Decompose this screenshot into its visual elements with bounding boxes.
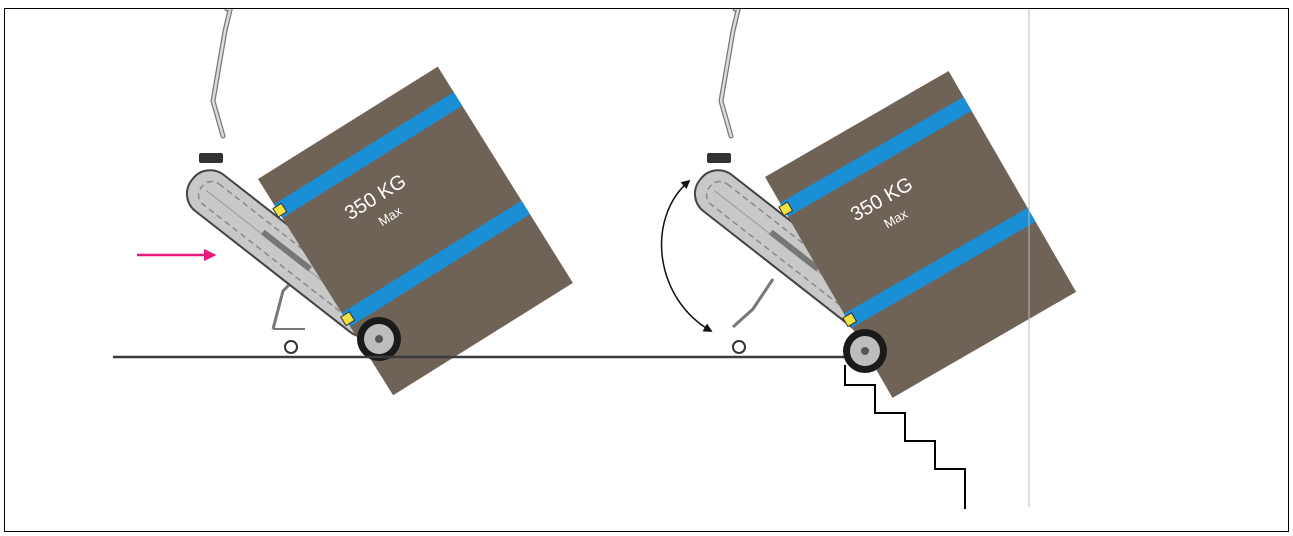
main-wheel [843,329,887,373]
main-wheel [357,317,401,361]
load-box: 350 KG Max [765,71,1077,398]
frame-approach: 350 KG Max [137,9,573,396]
caster-stand [731,278,775,354]
frame-stair-edge: 350 KG Max [660,9,1077,509]
load-box: 350 KG Max [258,66,573,396]
stair-climber-illustration: 350 KG Max 350 KG [113,9,1077,509]
staircase [844,365,966,509]
illustration-frame: 350 KG Max 350 KG [4,8,1289,532]
tilt-arrow-icon [660,179,713,332]
